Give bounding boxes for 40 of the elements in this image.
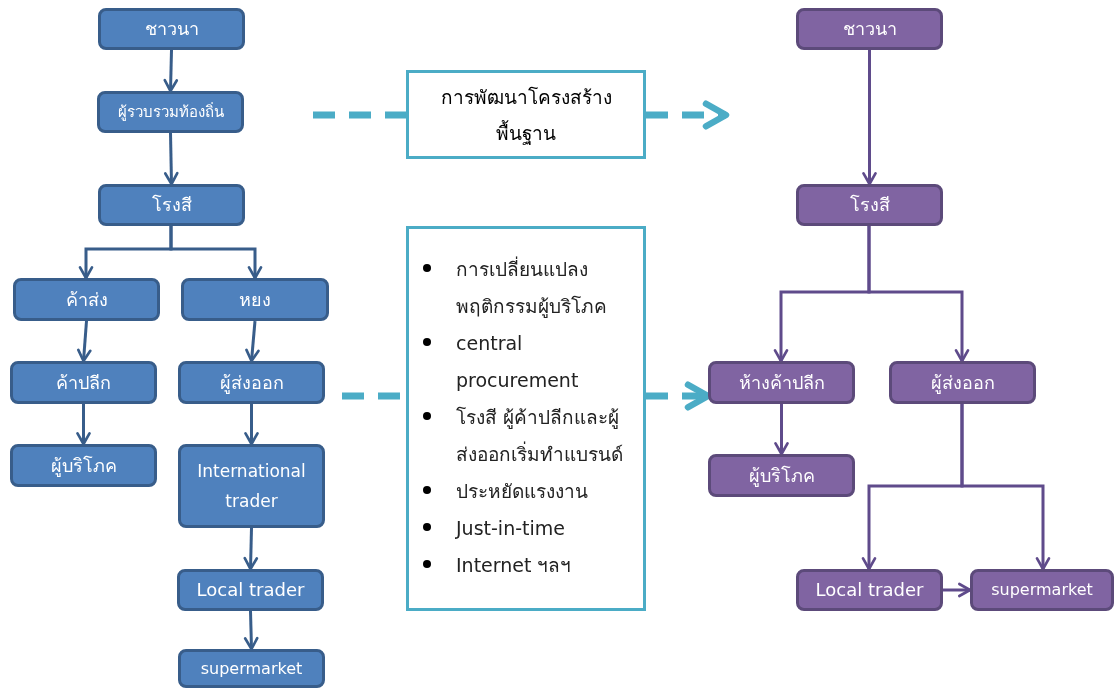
process-box: Local trader (177, 569, 324, 611)
process-box: International trader (178, 444, 325, 528)
process-box: หยง (181, 278, 329, 321)
process-box: ผู้บริโภค (10, 444, 157, 487)
process-box: ห้างค้าปลีก (708, 361, 855, 404)
process-box: Local trader (796, 569, 943, 611)
arrow (76, 404, 91, 446)
arrow (867, 226, 970, 363)
arrow (960, 404, 1051, 571)
arrow (943, 582, 972, 598)
arrow (243, 610, 259, 651)
process-box: ชาวนา (796, 8, 943, 50)
arrow (244, 404, 259, 446)
process-box: ผู้บริโภค (708, 454, 855, 497)
process-box: โรงสี (98, 184, 245, 226)
arrow (646, 100, 730, 130)
list-item: ประหยัดแรงงาน (456, 479, 588, 504)
list-item: Just-in-time (456, 516, 565, 541)
process-box: โรงสี (796, 184, 943, 226)
arrow (163, 49, 179, 93)
note-box: การพัฒนาโครงสร้าง พื้นฐาน (406, 70, 646, 159)
process-box: ชาวนา (98, 8, 245, 50)
arrow (163, 132, 179, 186)
process-box: ค้าปลีก (10, 361, 157, 404)
arrow (77, 320, 92, 363)
list-item: โรงสี ผู้ค้าปลีกและผู้ ส่งออกเริ่มทำแบรนด์ (456, 405, 624, 467)
arrow (243, 527, 259, 571)
arrow (245, 320, 260, 363)
process-box: ผู้รวบรวมท้องถิ่น (97, 91, 244, 133)
process-box: supermarket (178, 649, 325, 688)
arrow (169, 226, 263, 280)
process-box: ผู้ส่งออก (889, 361, 1036, 404)
arrow (862, 50, 877, 186)
process-box: ค้าส่ง (13, 278, 160, 321)
arrow (774, 404, 789, 456)
process-box: ผู้ส่งออก (178, 361, 325, 404)
bullet-list-box (406, 226, 646, 611)
list-item: central procurement (456, 331, 580, 393)
process-box: supermarket (970, 569, 1114, 611)
list-item: Internet ฯลฯ (456, 553, 572, 578)
